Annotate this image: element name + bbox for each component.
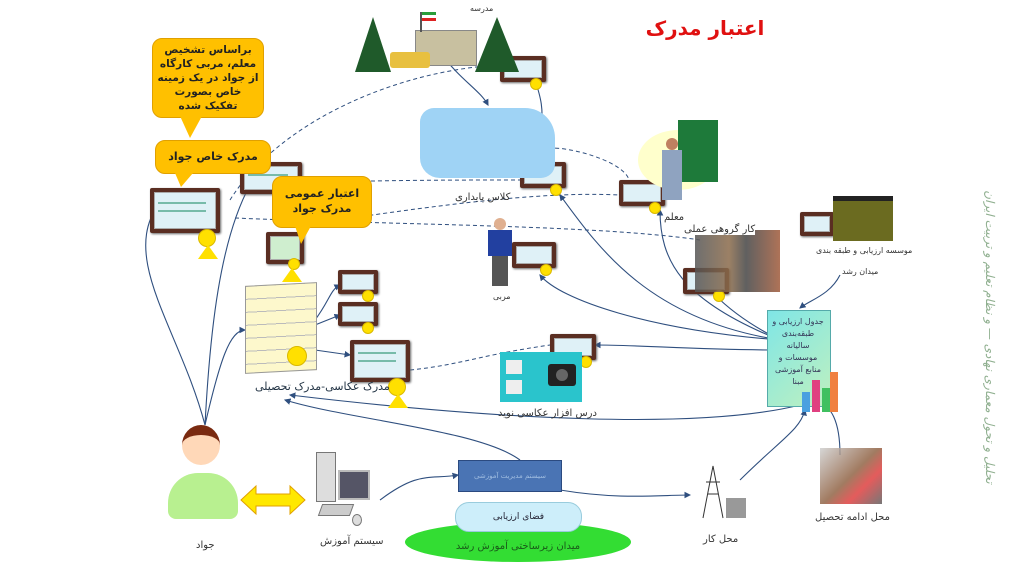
transcript-document: [245, 282, 317, 374]
photo-course-illustration: [500, 352, 582, 402]
group-work-label: کار گروهی عملی: [684, 224, 756, 235]
teacher-label: معلم: [664, 212, 685, 223]
student-label: جواد: [196, 540, 215, 551]
coach-illustration: [485, 218, 515, 288]
coach-label: مربی: [493, 292, 511, 301]
infrastructure-label: میدان زیرساختی آموزش رشد: [455, 540, 581, 552]
callout-tail: [180, 116, 202, 138]
side-caption: تحلیل و تحول معماری نهادی — و نظام تعلیم…: [983, 190, 997, 484]
workplace-icon: [688, 462, 748, 520]
certificate-icon: [338, 302, 378, 334]
callout-specific-cert: مدرک خاص جواد: [155, 140, 271, 174]
callout-tail: [175, 173, 193, 187]
callout-teacher-note: براساس تشخیص معلم، مربی کارگاه از جواد د…: [152, 38, 264, 118]
school-label: مدرسه: [470, 4, 494, 13]
institute-building-icon: [833, 196, 893, 241]
certificate-icon: [350, 340, 410, 408]
classroom-label: کلاس پایداری: [455, 192, 511, 203]
ranking-table-text: جدول ارزیابی و طبقه‌بندی سالیانه موسسات …: [772, 317, 824, 386]
computer-icon: [312, 452, 382, 530]
growth-field-label: میدان رشد: [842, 267, 879, 276]
further-study-illustration: [820, 448, 882, 504]
school-illustration: [355, 12, 520, 74]
certificate-icon: [619, 180, 665, 214]
teacher-illustration: [638, 120, 723, 202]
callout-tail: [295, 226, 311, 244]
bar-chart-icon: [800, 370, 840, 412]
further-study-label: محل ادامه تحصیل: [815, 512, 890, 523]
management-system-box: سیستم مدیریت آموزشی: [458, 460, 562, 492]
evaluation-space-cloud: فضای ارزیابی: [455, 502, 582, 532]
photo-course-label: درس افزار عکاسی نوید: [498, 408, 597, 419]
certificate-icon: [150, 188, 220, 259]
certificate-icon: [800, 212, 834, 236]
page-title: اعتبار مدرک: [645, 16, 765, 40]
group-work-illustration: [695, 230, 780, 292]
classroom-illustration: [420, 108, 555, 178]
evaluation-space-label: فضای ارزیابی: [492, 512, 545, 522]
ranking-table-box: [767, 310, 831, 407]
certificate-icon: [338, 270, 378, 302]
workplace-label: محل کار: [703, 534, 739, 545]
management-system-label: سیستم مدیریت آموزشی: [474, 472, 546, 480]
certificates-label: مدرک عکاسی-مدرک تحصیلی: [255, 380, 390, 393]
student-avatar: [168, 425, 240, 520]
callout-general-cert: اعتبار عمومی مدرک جواد: [272, 176, 372, 228]
seal-icon: [287, 346, 307, 366]
certificate-icon: [512, 242, 556, 276]
learning-system-label: سیستم آموزش: [320, 536, 384, 547]
double-arrow-icon: [240, 484, 306, 516]
institute-label: موسسه ارزیابی و طبقه بندی: [816, 246, 913, 255]
